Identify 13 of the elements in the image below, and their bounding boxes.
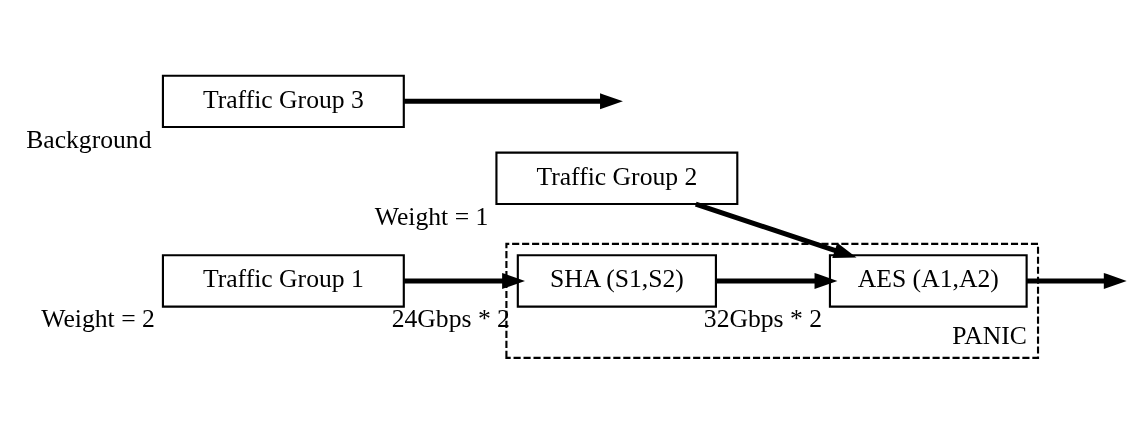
node-box: Traffic Group 1: [161, 254, 405, 308]
arrow: [715, 272, 838, 289]
node-label: Weight = 1: [374, 201, 489, 231]
node-box: SHA (S1,S2): [516, 254, 717, 308]
arrow: [404, 93, 623, 110]
arrow: [1026, 272, 1127, 289]
arrow: [694, 201, 857, 258]
node-box: Traffic Group 2: [495, 151, 739, 206]
node-label: Weight = 2: [41, 304, 155, 334]
node-box: Traffic Group 3: [161, 74, 405, 129]
arrow: [404, 272, 525, 289]
node-box: AES (A1,A2): [828, 254, 1028, 308]
node-label: Background: [26, 124, 152, 154]
